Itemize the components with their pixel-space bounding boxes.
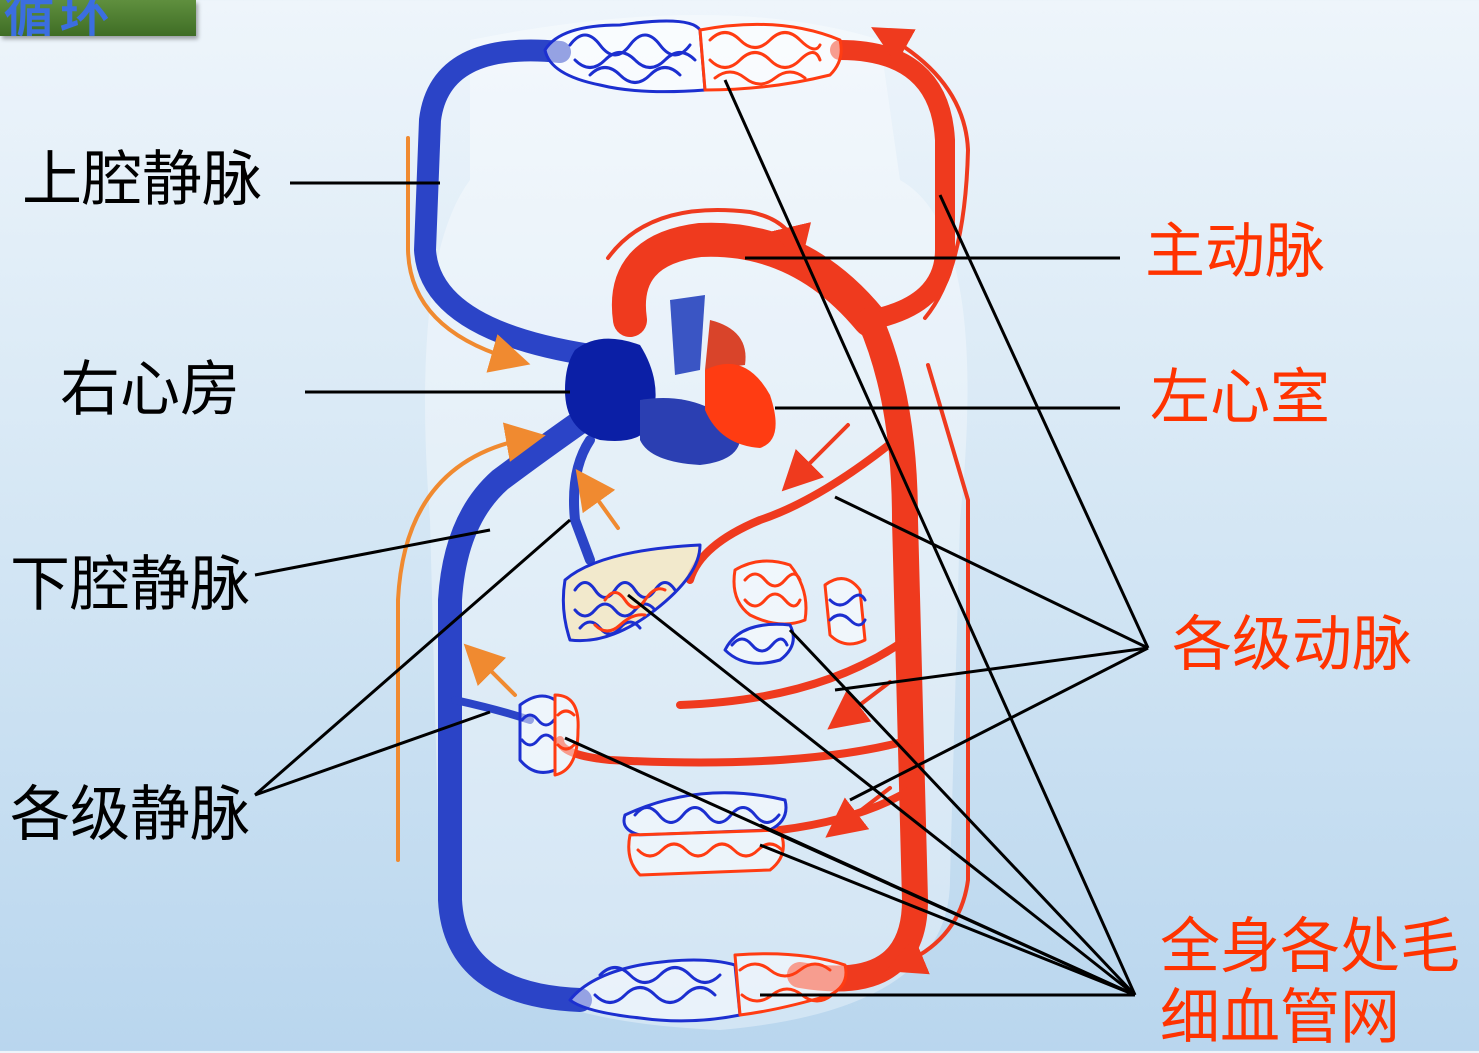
pulmonary-trunk [670, 295, 705, 375]
capillary-kidney [520, 695, 578, 775]
capillary-intestine [624, 793, 786, 875]
label-arteries-all-levels: 各级动脉 [1172, 615, 1412, 675]
label-superior-vena-cava: 上腔静脉 [22, 150, 262, 210]
label-left-ventricle: 左心室 [1150, 368, 1330, 428]
label-right-atrium: 右心房 [60, 360, 240, 420]
label-veins-all-levels: 各级静脉 [10, 785, 250, 845]
pointer-arteries-4 [940, 195, 1148, 648]
label-capillary-line2: 细血管网 [1160, 988, 1400, 1048]
label-inferior-vena-cava: 下腔静脉 [10, 555, 250, 615]
capillary-head [545, 21, 841, 92]
label-aorta: 主动脉 [1145, 222, 1325, 282]
label-capillary-line1: 全身各处毛 [1160, 917, 1460, 977]
